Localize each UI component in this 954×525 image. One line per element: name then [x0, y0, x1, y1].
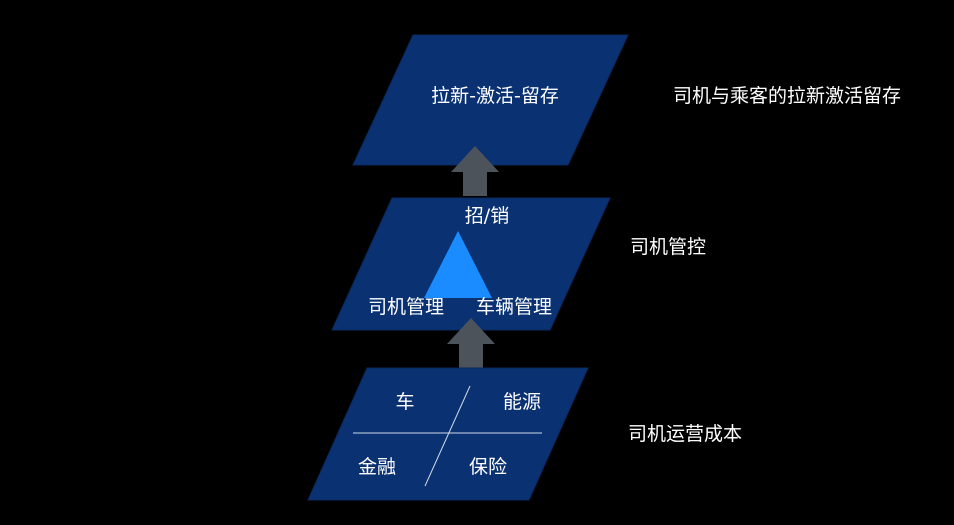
bottom-side-label: 司机运营成本	[628, 423, 742, 445]
bottom-top-left-text: 车	[395, 391, 414, 413]
bottom-layer: 车 能源 金融 保险 司机运营成本	[307, 367, 742, 501]
bottom-bottom-right-text: 保险	[469, 456, 507, 478]
arrow-up-icon	[451, 146, 499, 196]
slanted-divider	[424, 385, 471, 487]
arrow-up-icon	[447, 318, 495, 368]
top-side-label: 司机与乘客的拉新激活留存	[673, 85, 901, 107]
triangle-icon	[424, 231, 492, 298]
middle-top-text: 招/销	[465, 205, 509, 227]
top-layer: 拉新-激活-留存 司机与乘客的拉新激活留存	[352, 34, 901, 166]
middle-right-text: 车辆管理	[476, 296, 552, 318]
top-panel-text: 拉新-激活-留存	[431, 85, 559, 107]
top-panel	[352, 34, 629, 166]
bottom-top-right-text: 能源	[503, 391, 541, 413]
middle-layer: 招/销 司机管理 车辆管理 司机管控	[331, 197, 706, 331]
middle-side-label: 司机管控	[630, 236, 706, 258]
bottom-bottom-left-text: 金融	[358, 456, 396, 478]
middle-left-text: 司机管理	[368, 296, 444, 318]
